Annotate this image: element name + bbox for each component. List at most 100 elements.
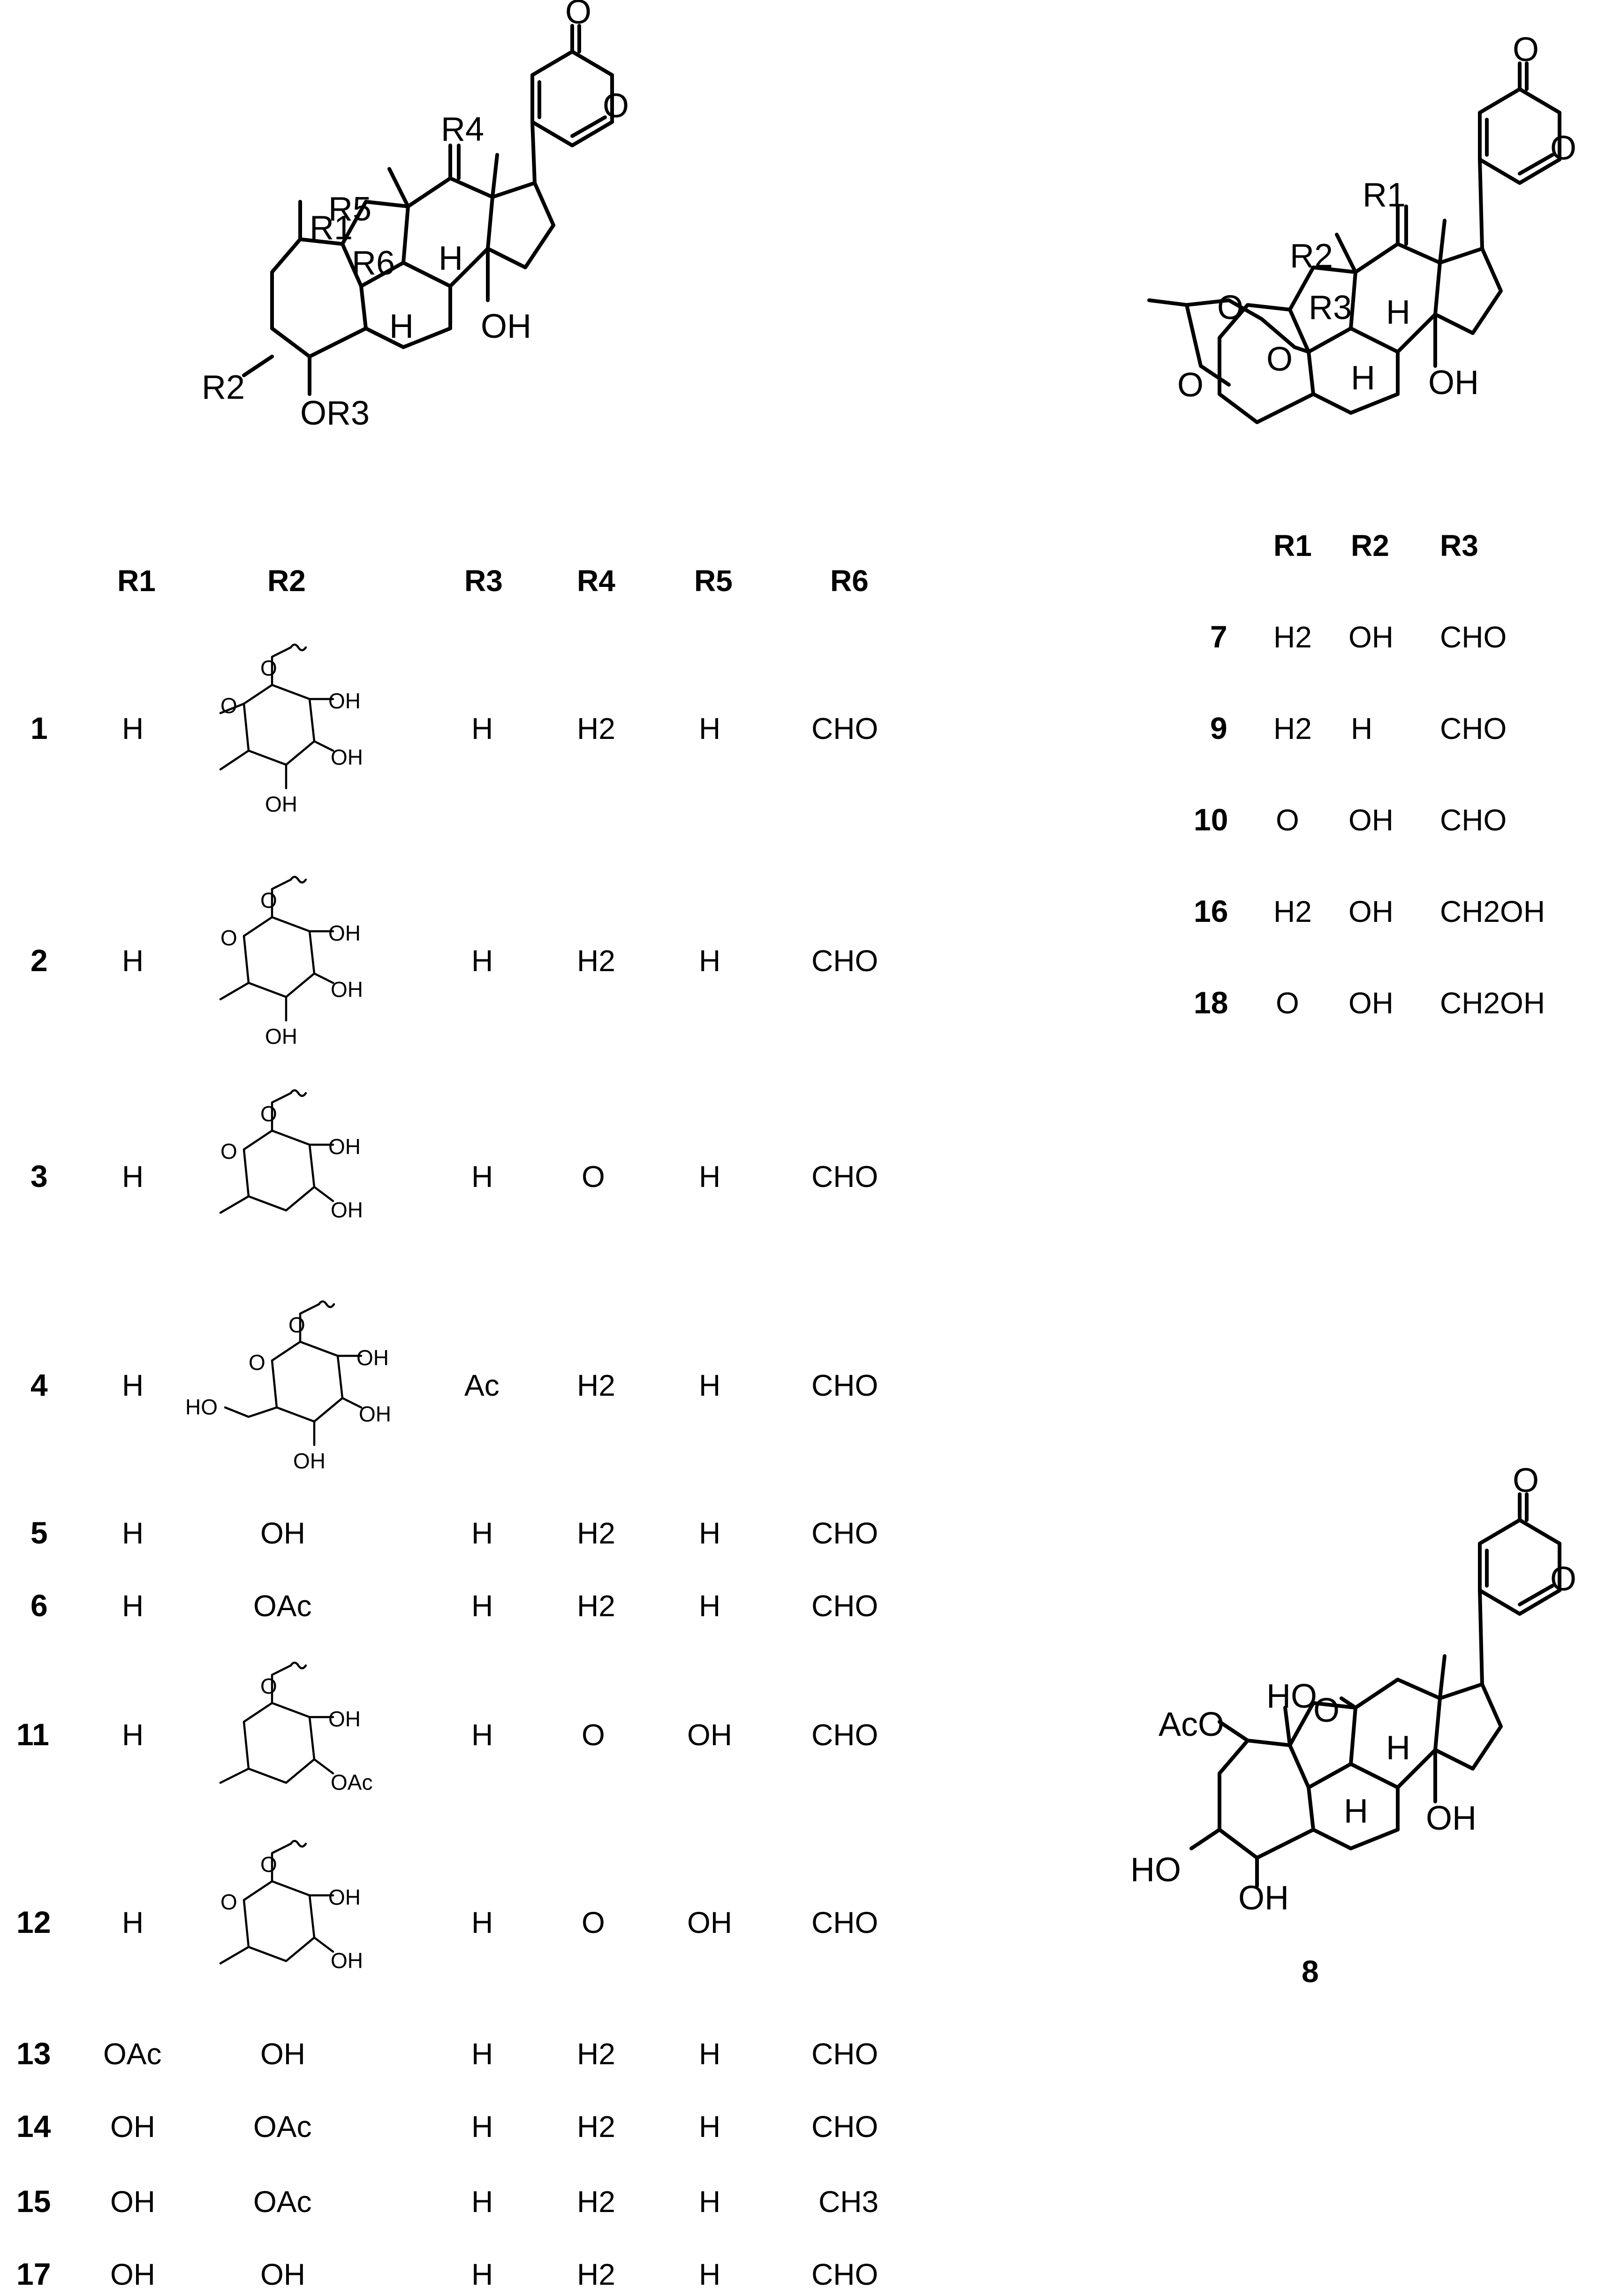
or3-label: OR3	[300, 395, 370, 432]
table-a-header-r6: R6	[830, 564, 869, 598]
sugar-oh: OH	[356, 1346, 389, 1370]
table-a-row: 5 H OH H H2 H CHO	[30, 1515, 878, 1550]
cell-r3: H	[471, 1589, 493, 1623]
cell-r1: O	[1276, 986, 1299, 1020]
d-ring-b	[1433, 247, 1503, 335]
compound-id: 12	[16, 1905, 51, 1939]
carbonyl-o-c: O	[1513, 1462, 1539, 1499]
compound-id: 3	[30, 1159, 48, 1194]
table-a-row: 17 OH OH H H2 H CHO	[16, 2257, 878, 2291]
cell-r1: H2	[1273, 620, 1312, 654]
table-b-header-r3: R3	[1440, 529, 1478, 563]
table-a-header-r4: R4	[577, 564, 615, 598]
r2-label: R2	[202, 369, 245, 406]
oh-c5-label: OH	[1238, 1879, 1289, 1917]
r2-label-b: R2	[1290, 237, 1333, 275]
cell-r5: H	[699, 1589, 720, 1623]
h-c9-label: H	[389, 308, 414, 345]
cell-r5: H	[699, 1516, 720, 1550]
cell-r5: OH	[687, 1906, 732, 1939]
cell-r3: H	[471, 2258, 493, 2291]
pyranone-ring-c	[1478, 1492, 1561, 1616]
cell-r2: OAc	[253, 2110, 311, 2144]
c-ring-b	[1349, 242, 1442, 354]
d-ring-c	[1433, 1682, 1503, 1771]
sugar-oh: OH	[331, 1198, 363, 1222]
ring-o-c: O	[1550, 1560, 1576, 1598]
sugar-oh: OH	[359, 1402, 391, 1426]
cell-r3: H	[471, 2110, 493, 2144]
compound-id: 4	[30, 1368, 48, 1402]
r1-label-b: R1	[1363, 176, 1406, 214]
cell-r6: CHO	[811, 2037, 878, 2071]
cell-r4: H2	[577, 2110, 615, 2144]
table-a-row: 13 OAc OH H H2 H CHO	[16, 2036, 878, 2071]
cell-r1: H	[122, 944, 144, 978]
cell-r1: H	[122, 712, 144, 745]
cell-r6: CHO	[811, 1516, 878, 1550]
sugar-oh: OH	[331, 977, 363, 1002]
cell-r6: CHO	[811, 1368, 878, 1402]
cell-r3: H	[471, 2037, 493, 2071]
table-a-header-r2: R2	[267, 564, 306, 598]
a-ring-c	[1218, 1739, 1315, 1860]
cell-r4: H2	[577, 1516, 615, 1550]
oh-c14-label: OH	[481, 308, 531, 345]
cell-r5: H	[699, 1368, 720, 1402]
orthoester-cage	[1147, 298, 1310, 387]
cell-r5: H	[699, 712, 720, 745]
cell-r6: CHO	[811, 712, 878, 745]
cell-r1: H	[122, 1906, 144, 1939]
cell-r6: CHO	[811, 944, 878, 978]
sugar-o: O	[288, 1313, 305, 1337]
sugar-o: O	[260, 1674, 277, 1698]
sugar-oh: OH	[328, 1134, 361, 1159]
cell-r2: OAc	[253, 2185, 311, 2219]
sugar-o: O	[260, 888, 277, 912]
cell-r4: H2	[577, 1589, 615, 1623]
cell-r3: H	[471, 1160, 493, 1194]
table-b-row: 10 O OH CHO	[1194, 802, 1507, 837]
table-a-header-r3: R3	[464, 564, 503, 598]
cell-r3: CHO	[1440, 712, 1507, 745]
a-ring-a	[270, 237, 368, 358]
compound-id: 18	[1194, 985, 1228, 1020]
aco-label: AcO	[1159, 1706, 1224, 1743]
sugar-structure-12: O O OH OH	[219, 1840, 363, 1973]
cell-r3: Ac	[464, 1368, 500, 1402]
cell-r6: CH3	[818, 2185, 879, 2219]
compound-id: 10	[1194, 802, 1228, 837]
cell-r4: O	[582, 1160, 605, 1194]
sugar-oh: OH	[293, 1449, 326, 1473]
compound-id: 11	[16, 1717, 49, 1752]
cell-r5: H	[699, 944, 720, 978]
table-a-row: 14 OH OAc H H2 H CHO	[16, 2109, 878, 2144]
ho-c3-label: HO	[1130, 1851, 1181, 1889]
cell-r4: O	[582, 1718, 605, 1752]
r3-label-b: R3	[1309, 289, 1352, 327]
sugar-o: O	[260, 1852, 277, 1877]
oh-c14-c: OH	[1426, 1800, 1477, 1837]
cell-r3: CHO	[1440, 803, 1507, 837]
cell-r1: H2	[1273, 712, 1312, 745]
r6-label: R6	[352, 244, 395, 282]
oh-c14-b: OH	[1428, 364, 1479, 402]
table-a-row: 12 H H O OH CHO	[16, 1905, 878, 1939]
cell-r3: CH2OH	[1440, 986, 1545, 1020]
sugar-oh: OH	[328, 689, 361, 713]
cell-r3: H	[471, 944, 493, 978]
compound-id: 17	[16, 2257, 51, 2291]
table-a-row: 3 H H O H CHO	[30, 1159, 878, 1194]
cell-r5: H	[699, 2258, 720, 2291]
r5-label: R5	[328, 190, 371, 228]
compound-id: 5	[30, 1515, 48, 1550]
table-a-row: 4 H Ac H2 H CHO	[30, 1368, 878, 1402]
cell-r3: H	[471, 1906, 493, 1939]
ring-o: O	[220, 1890, 237, 1914]
cell-r2: H	[1351, 712, 1372, 745]
cell-r4: H2	[577, 944, 615, 978]
o1-b: O	[1217, 289, 1243, 327]
pyranone-ring-b	[1478, 61, 1561, 185]
cell-r3: CH2OH	[1440, 895, 1545, 928]
